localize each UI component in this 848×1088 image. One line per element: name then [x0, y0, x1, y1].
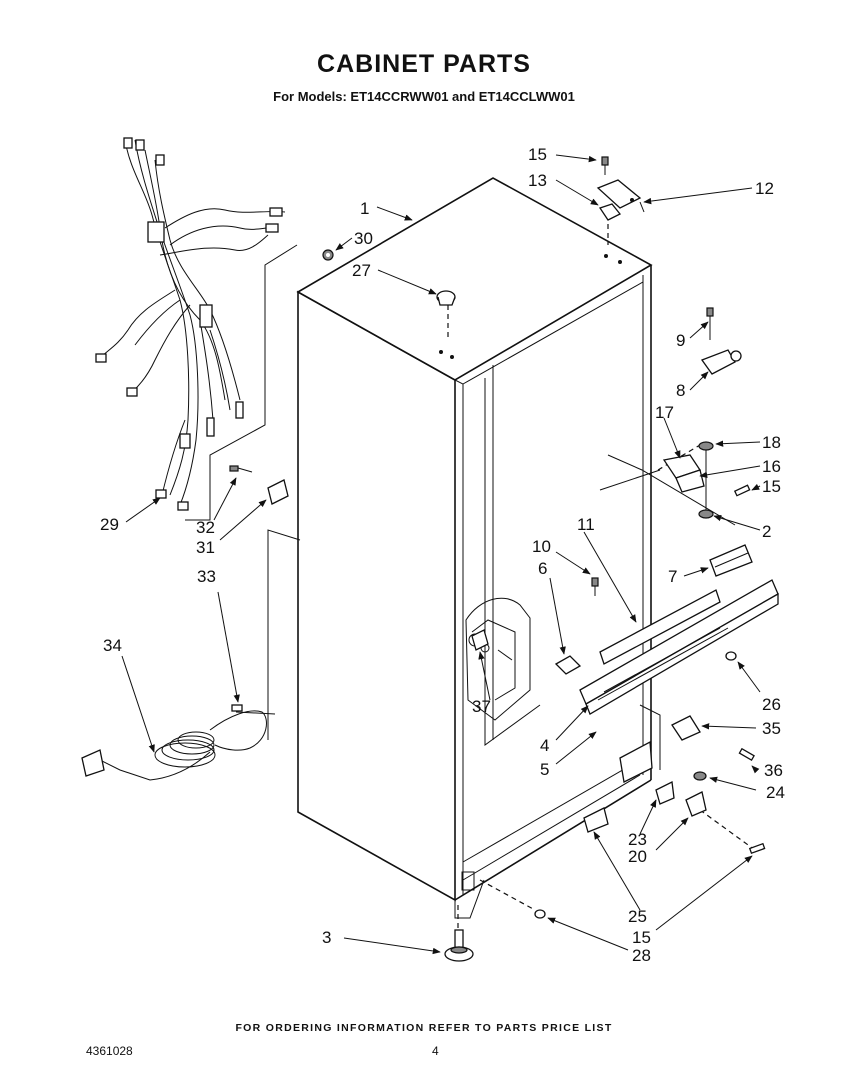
part-screw-32 — [229, 465, 253, 473]
part-plug-28 — [534, 909, 546, 919]
part-screw-36 — [738, 747, 755, 761]
part-hinge-16-17 — [662, 441, 751, 519]
part-screw-10 — [591, 577, 599, 596]
part-screw-15-lower — [748, 842, 766, 855]
part-26 — [725, 651, 737, 661]
callout-25: 25 — [628, 907, 647, 926]
callout-15b: 15 — [762, 477, 781, 496]
callout-2: 2 — [762, 522, 771, 541]
callout-23: 23 — [628, 830, 647, 849]
part-trim-11 — [599, 589, 721, 665]
callout-27: 27 — [352, 261, 371, 280]
callout-34: 34 — [103, 636, 122, 655]
cabinet-body — [296, 177, 653, 919]
callout-15: 15 — [528, 145, 547, 164]
callout-8: 8 — [676, 381, 685, 400]
part-washer-24 — [693, 771, 707, 781]
part-hinge-7 — [709, 544, 753, 577]
callout-4: 4 — [540, 736, 549, 755]
callout-16: 16 — [762, 457, 781, 476]
callout-10: 10 — [532, 537, 551, 556]
callout-3: 3 — [322, 928, 331, 947]
callout-5: 5 — [540, 760, 549, 779]
part-cover-35 — [671, 715, 701, 741]
callout-17: 17 — [655, 403, 674, 422]
model-subtitle: For Models: ET14CCRWW01 and ET14CCLWW01 — [273, 89, 575, 104]
callout-26: 26 — [762, 695, 781, 714]
part-clip-31 — [267, 479, 289, 505]
callout-32: 32 — [196, 518, 215, 537]
assembly-lines — [185, 215, 756, 930]
callout-35: 35 — [762, 719, 781, 738]
callout-28: 28 — [632, 946, 651, 965]
page-number: 4 — [432, 1044, 439, 1058]
part-power-cord-34 — [81, 704, 276, 781]
callout-30: 30 — [354, 229, 373, 248]
callout-29: 29 — [100, 515, 119, 534]
callout-12: 12 — [755, 179, 774, 198]
callout-15c: 15 — [632, 928, 651, 947]
callout-6: 6 — [538, 559, 547, 578]
part-leveler-3 — [444, 929, 474, 962]
wiring-harness — [95, 137, 286, 511]
callout-9: 9 — [676, 331, 685, 350]
part-hinge-8 — [700, 307, 742, 375]
document-number: 4361028 — [86, 1044, 133, 1058]
callout-11: 11 — [577, 515, 595, 534]
part-hinge-top — [596, 156, 645, 221]
callout-24: 24 — [766, 783, 785, 802]
callout-31: 31 — [196, 538, 215, 557]
callout-7: 7 — [668, 567, 677, 586]
part-plug-27 — [436, 290, 456, 306]
page-title: CABINET PARTS — [317, 50, 531, 78]
part-grommet-30 — [322, 249, 334, 261]
callout-labels: 1 15 13 12 30 27 9 8 17 18 16 15 2 11 10… — [100, 145, 785, 965]
part-rail-4 — [579, 579, 779, 715]
part-clip-6 — [554, 655, 582, 675]
leader-lines — [121, 154, 761, 955]
callout-37: 37 — [472, 697, 491, 716]
callout-13: 13 — [528, 171, 547, 190]
part-bracket-37 — [471, 629, 489, 651]
callout-18: 18 — [762, 433, 781, 452]
callout-36: 36 — [764, 761, 783, 780]
callout-20: 20 — [628, 847, 647, 866]
ordering-footer: FOR ORDERING INFORMATION REFER TO PARTS … — [235, 1022, 613, 1034]
callout-33: 33 — [197, 567, 216, 586]
callout-1: 1 — [360, 199, 369, 218]
part-block-25 — [583, 807, 609, 833]
part-bracket-lower — [619, 740, 707, 817]
